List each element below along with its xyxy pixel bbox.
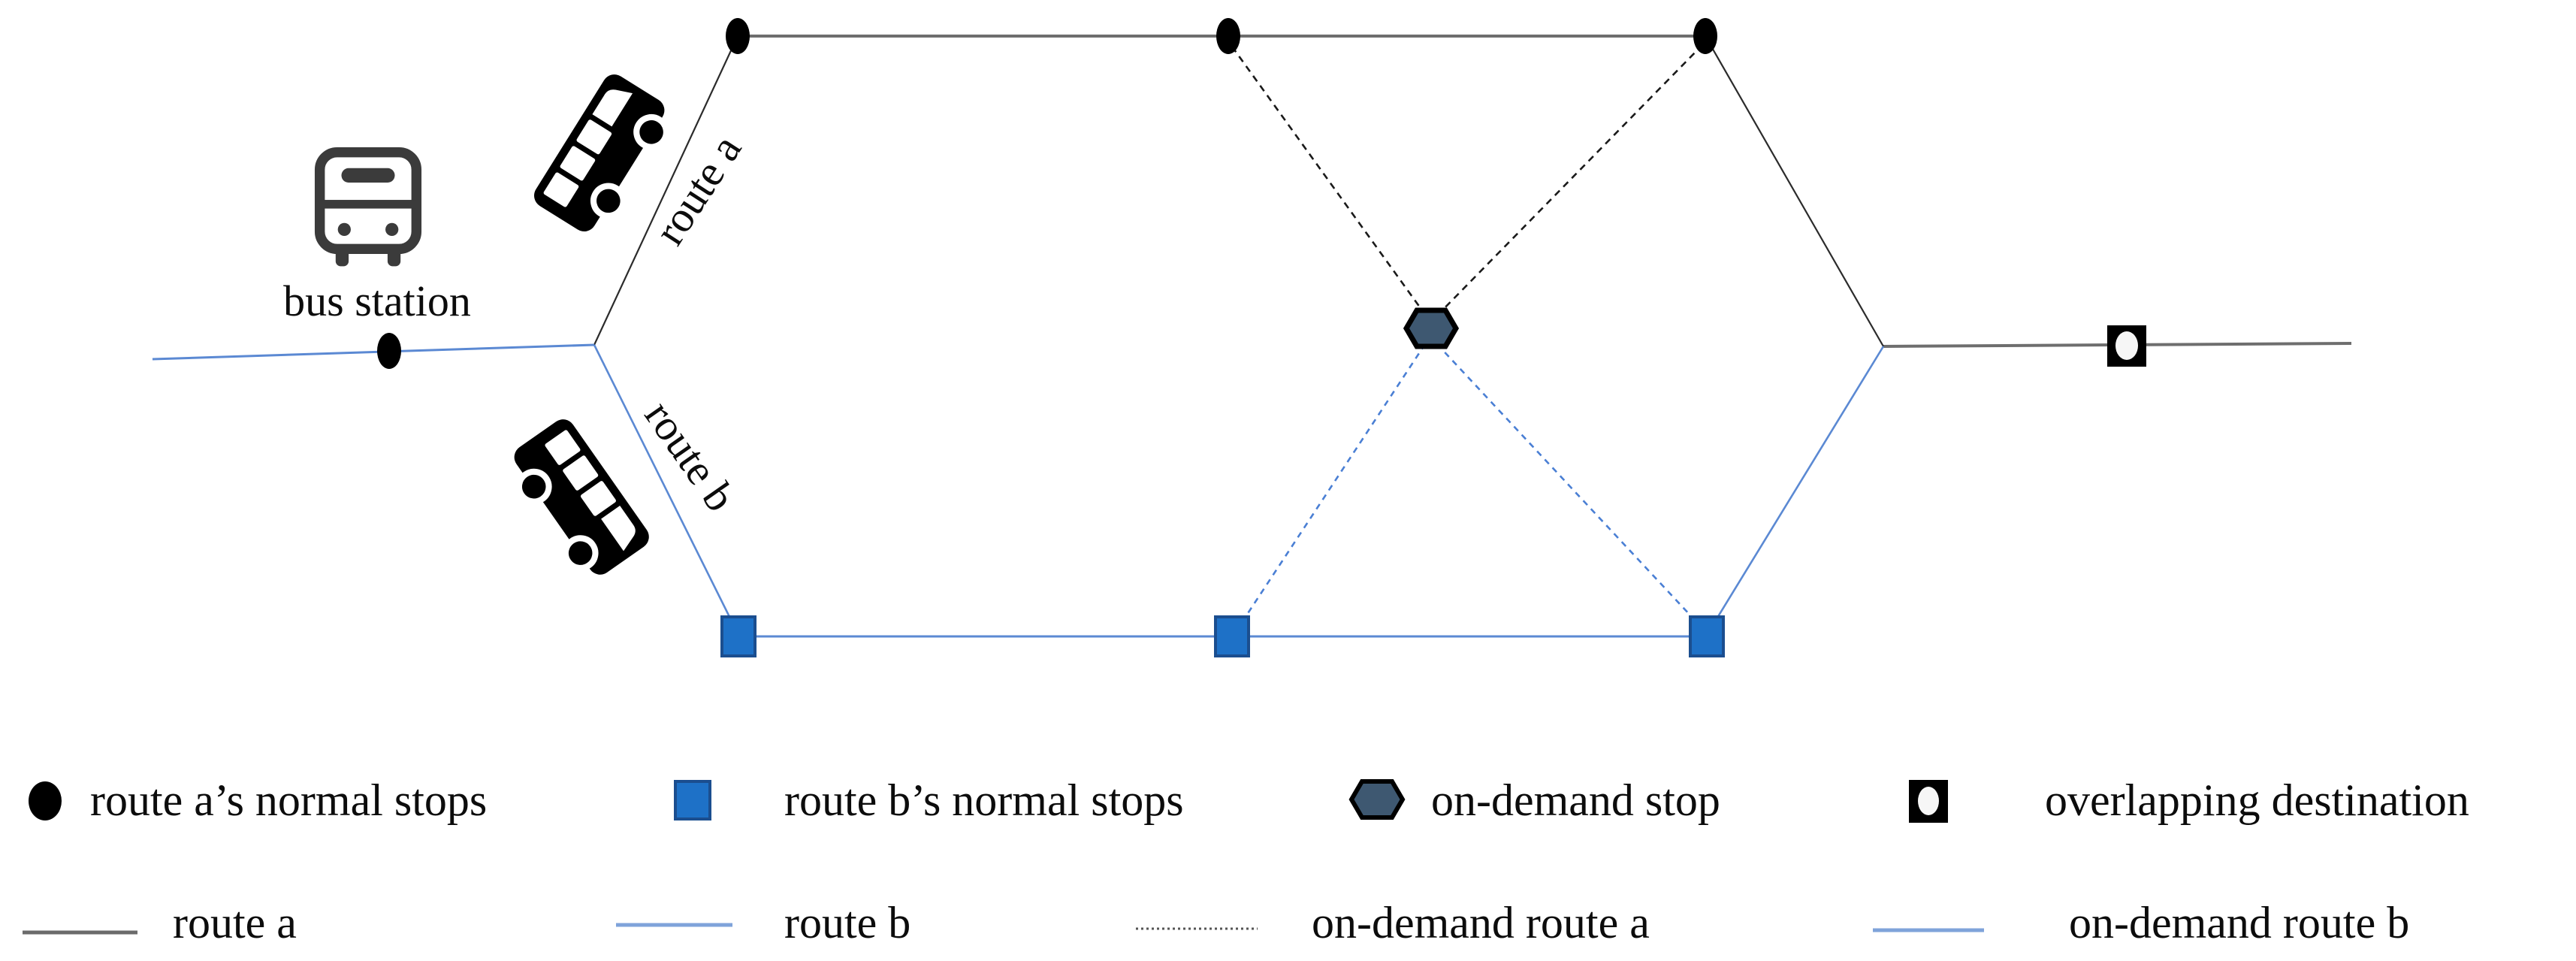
legend-route-b-stops-label: route b’s normal stops [784, 775, 1184, 825]
legend-on-demand-route-b-label: on-demand route b [2069, 898, 2409, 947]
bus-station-icon [320, 153, 417, 267]
on-demand-route-b-left-dashed [1237, 343, 1427, 629]
legend-row-stops: route a’s normal stops route b’s normal … [29, 775, 2469, 825]
on-demand-stop-marker [1403, 307, 1460, 349]
route-a-stop-marker [1693, 18, 1717, 54]
route-a-right-diagonal [1705, 35, 1884, 347]
route-b-stop-marker [1214, 615, 1250, 657]
on-demand-route-a-right-dashed [1436, 46, 1702, 316]
route-b-stop-marker [1689, 615, 1725, 657]
legend-route-b-label: route b [784, 898, 911, 947]
legend-route-a-label: route a [173, 898, 297, 947]
legend-on-demand-route-a-label: on-demand route a [1312, 898, 1650, 947]
overlapping-destination-marker [2107, 325, 2146, 367]
route-b-stop-marker [720, 615, 756, 657]
route-b-left-line [152, 343, 595, 361]
route-b-label: route b [636, 392, 746, 521]
legend-on-demand-stop-marker [1348, 779, 1406, 820]
legend-overlapping-destination-marker [1909, 780, 1948, 823]
legend-route-b-stop-marker [674, 780, 711, 820]
route-b-right-diagonal [1705, 346, 1885, 636]
route-a-stop-marker [1216, 18, 1240, 54]
legend-route-a-stops-label: route a’s normal stops [90, 775, 487, 825]
legend-overlapping-destination-label: overlapping destination [2045, 775, 2469, 825]
route-a-left-diagonal [593, 35, 738, 346]
bus-station-stop-marker [377, 333, 401, 369]
bus-station-label: bus station [283, 277, 471, 325]
legend-route-a-stop-marker [29, 781, 62, 820]
on-demand-route-a-left-dashed [1231, 46, 1427, 316]
on-demand-route-b-right-dashed [1436, 343, 1703, 629]
legend-row-routes: route a route b on-demand route a on-dem… [23, 898, 2409, 947]
bus-route-b-icon [499, 415, 654, 588]
route-b-left-diagonal [593, 344, 740, 636]
route-a-stop-marker [726, 18, 750, 54]
legend-on-demand-stop-label: on-demand stop [1431, 775, 1720, 825]
